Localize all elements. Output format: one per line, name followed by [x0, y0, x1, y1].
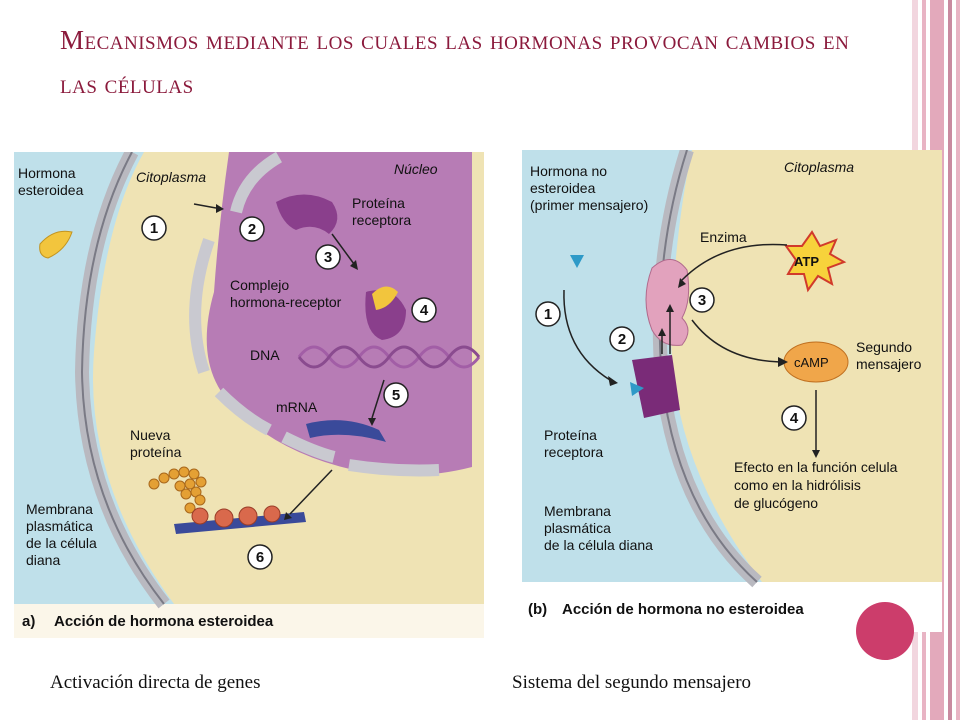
- step-3: 3: [324, 249, 332, 266]
- step-1: 1: [150, 220, 158, 237]
- label-nueva: Nueva: [130, 427, 171, 443]
- step-6: 6: [256, 549, 264, 566]
- label-hormona: Hormona: [18, 165, 76, 181]
- label-segundo: Segundo: [856, 339, 912, 355]
- label-dna: DNA: [250, 347, 280, 363]
- step-4: 4: [420, 302, 429, 319]
- label-proteina: Proteína: [352, 195, 405, 211]
- label-atp: ATP: [794, 254, 819, 269]
- label-primer-mensajero: (primer mensajero): [530, 197, 648, 213]
- label-plasmatica-b: plasmática: [544, 520, 611, 536]
- label-diana: diana: [26, 552, 60, 568]
- label-complejo: Complejo: [230, 277, 289, 293]
- label-mensajero: mensajero: [856, 356, 922, 372]
- caption-a-text: Acción de hormona esteroidea: [54, 613, 274, 630]
- label-membrana: Membrana: [26, 501, 93, 517]
- label-efecto-3: de glucógeno: [734, 495, 818, 511]
- label-citoplasma: Citoplasma: [136, 169, 206, 185]
- caption-right: Sistema del segundo mensajero: [512, 672, 752, 693]
- step-b-3: 3: [698, 292, 706, 309]
- label-camp: cAMP: [794, 355, 829, 370]
- label-efecto-2: como en la hidrólisis: [734, 477, 861, 493]
- label-proteina-b: Proteína: [544, 427, 597, 443]
- caption-a-letter: a): [22, 613, 35, 630]
- hormone-triangle-bound: [630, 382, 644, 396]
- step-b-1: 1: [544, 306, 552, 323]
- ribosomes: [191, 505, 281, 528]
- mrna-strand: [306, 420, 386, 442]
- step-5: 5: [392, 387, 400, 404]
- enzyme-shape: [645, 259, 690, 346]
- label-citoplasma-b: Citoplasma: [784, 159, 854, 175]
- label-esteroidea: esteroidea: [18, 182, 84, 198]
- label-membrana-b: Membrana: [544, 503, 611, 519]
- label-de-la-celula: de la célula: [26, 535, 97, 551]
- step-b-2: 2: [618, 331, 626, 348]
- hormone-triangle-outer: [570, 255, 584, 268]
- label-hormona-no: Hormona no: [530, 163, 607, 179]
- panel-steroid-hormone: 1 2 3 4 5 6 Hormona esteroidea Citoplasm…: [14, 152, 484, 638]
- atp-star: [784, 230, 847, 293]
- label-celula-diana-b: de la célula diana: [544, 537, 653, 553]
- label-nucleo: Núcleo: [394, 161, 438, 177]
- label-receptora: receptora: [352, 212, 411, 228]
- decorative-pink-dot: [856, 602, 914, 660]
- step-2: 2: [248, 221, 256, 238]
- label-receptora-b: receptora: [544, 444, 603, 460]
- label-plasmatica: plasmática: [26, 518, 93, 534]
- new-protein-chain: [148, 466, 207, 514]
- receptor-protein-b: [632, 355, 680, 418]
- steroid-hormone-shape: [39, 230, 73, 259]
- label-proteina-nueva: proteína: [130, 444, 182, 460]
- label-enzima: Enzima: [700, 229, 747, 245]
- slide-title: Mecanismos mediante los cuales las hormo…: [60, 25, 850, 99]
- label-mrna: mRNA: [276, 399, 318, 415]
- label-esteroidea-b: esteroidea: [530, 180, 596, 196]
- caption-b-text: Acción de hormona no esteroidea: [562, 601, 804, 618]
- caption-b-letter: (b): [528, 601, 547, 618]
- caption-left: Activación directa de genes: [50, 672, 261, 693]
- receptor-protein-shape: [276, 194, 338, 234]
- label-efecto-1: Efecto en la función celula: [734, 459, 898, 475]
- panel-nonsteroid-hormone: 1 2 3 4 Hormona no esteroidea (primer me…: [522, 150, 942, 632]
- label-hormona-receptor: hormona-receptor: [230, 294, 342, 310]
- step-b-4: 4: [790, 410, 799, 427]
